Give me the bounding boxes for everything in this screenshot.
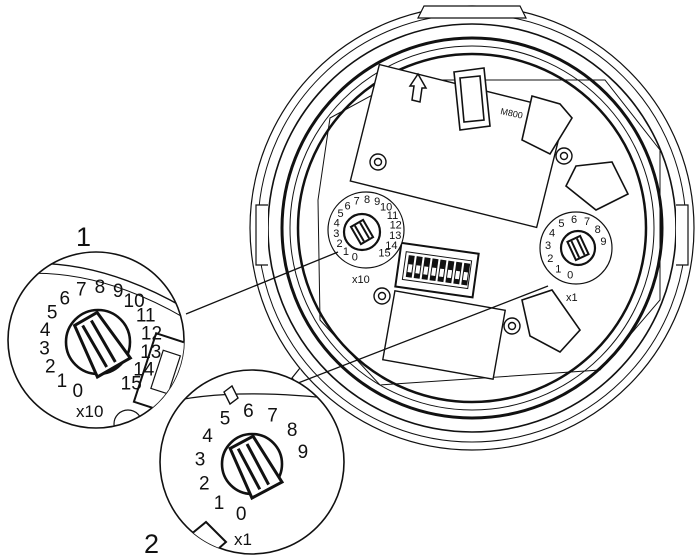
callout-1-digit: 8: [95, 277, 106, 298]
callout-2-digit: 2: [199, 474, 210, 495]
callout-2-digit: 8: [287, 420, 298, 441]
dial-x10-board-digit: 4: [334, 218, 340, 230]
dip-switch-toggle: [439, 268, 445, 278]
callout-1-multiplier: x10: [76, 402, 103, 421]
callout-1-digit: 11: [136, 306, 156, 327]
callout-1-digit: 3: [39, 339, 50, 360]
callout-1-digit: 4: [40, 320, 51, 341]
dip-switch-toggle: [431, 267, 437, 276]
dial-x1-board-digit: 3: [545, 240, 551, 252]
callout-1-digit: 10: [124, 291, 145, 312]
callout-1-digit: 0: [73, 381, 84, 402]
dial-x10-board-digit: 13: [389, 230, 401, 242]
lower-label-panel: [381, 289, 507, 381]
callout-1-digit: 7: [76, 280, 87, 301]
callout-1-digit: 5: [47, 302, 58, 323]
dial-x10-board-digit: 14: [385, 240, 397, 252]
terminal-3: [564, 161, 630, 211]
callout-2-digit: 3: [195, 449, 206, 470]
dial-x10-board-digit: 0: [352, 252, 358, 264]
dial-x10-board-digit: 7: [354, 195, 360, 207]
dial-x10-board-digit: 3: [333, 228, 339, 240]
callout-2-multiplier: x1: [234, 530, 252, 549]
up-arrow-icon: [408, 72, 428, 103]
callout-1-digit: 2: [45, 356, 56, 377]
terminal-4: [521, 289, 582, 353]
terminal-1-inner: [459, 75, 485, 123]
terminal-2: [521, 94, 573, 156]
callout-1-digit: 9: [113, 281, 124, 302]
model-label: M800: [500, 106, 524, 120]
callout-2-digit: 4: [202, 426, 213, 447]
dial-x1-board-digit: 8: [595, 224, 601, 236]
terminal-connectors: [453, 67, 630, 353]
dial-x1-board-digit: 0: [567, 269, 573, 281]
housing-tabs: [255, 5, 689, 393]
dial-x10-board-digit: 1: [343, 246, 349, 258]
callout-1-digit: 13: [140, 342, 161, 363]
dip-switch-toggle: [462, 271, 468, 281]
dial-x10-board-digit: 9: [374, 196, 380, 208]
dial-x1-board-digit: 4: [549, 227, 555, 239]
dial-x10-board-digit: 2: [336, 238, 342, 250]
dip-switch-toggle: [454, 270, 461, 280]
dip-switch-toggle: [415, 265, 421, 274]
callout-1-digit: 1: [57, 371, 68, 392]
dial-x1-board-multiplier: x1: [566, 292, 578, 304]
callout-1-digit: 15: [121, 374, 142, 395]
dial-x10-board-digit: 5: [338, 208, 344, 220]
dial-x1-board-digit: 6: [571, 214, 577, 226]
dial-x10-board-multiplier: x10: [352, 274, 370, 286]
dial-x1-board-digit: 1: [555, 264, 561, 276]
callout-2-digit: 7: [267, 405, 278, 426]
dip-switch-toggle: [447, 269, 453, 279]
callout-1-digit: 6: [60, 288, 71, 309]
callout-2-number: 2: [144, 529, 159, 557]
callout-1-digit: 12: [141, 324, 162, 345]
dip-switch: [394, 241, 480, 299]
dial-x10-board-digit: 12: [390, 220, 402, 232]
callout-2-digit: 6: [243, 401, 254, 422]
dial-x10-board-digit: 6: [344, 200, 350, 212]
callout-2-digit: 0: [236, 504, 247, 525]
dial-x1-board-digit: 7: [584, 216, 590, 228]
screw-holes: [369, 147, 573, 335]
dial-x10-board-digit: 15: [378, 248, 390, 260]
dial-x10-board-digit: 10: [380, 202, 392, 214]
dip-switch-keys: [405, 255, 471, 286]
dial-x1-board-digit: 2: [547, 253, 553, 265]
callout-2-digit: 1: [214, 493, 225, 514]
callout-2-digit: 5: [220, 409, 231, 430]
callout-2-digit: 9: [298, 442, 309, 463]
callout-1-number: 1: [76, 222, 91, 252]
dial-x1-board-digit: 9: [600, 236, 606, 248]
dip-switch-toggle: [423, 266, 429, 275]
callout-1-digit: 14: [133, 360, 155, 381]
dip-switch-toggle: [407, 264, 413, 273]
dial-x10-board-digit: 8: [364, 194, 370, 206]
dial-x1-board-digit: 5: [558, 218, 564, 230]
dial-x10-board-digit: 11: [387, 210, 398, 222]
